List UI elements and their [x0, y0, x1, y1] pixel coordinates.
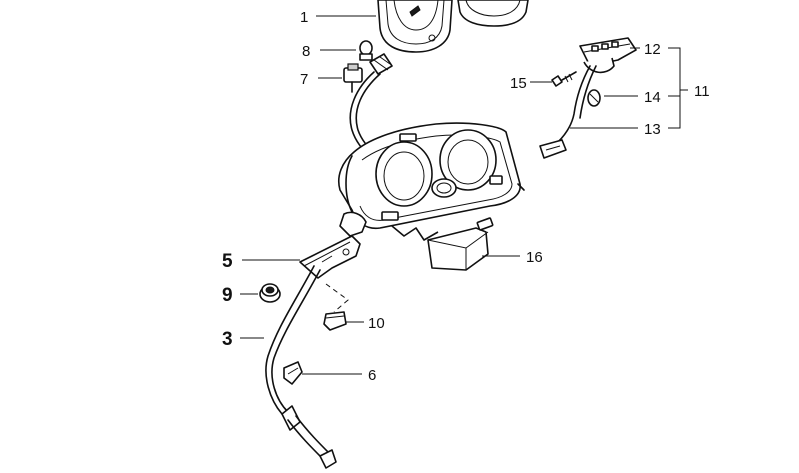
callout-11: 11: [694, 83, 710, 100]
callout-14: 14: [644, 89, 661, 106]
part-indicator-block-12: [579, 37, 637, 74]
part-wire-harness-13: [539, 65, 597, 159]
callout-8: 8: [302, 43, 310, 60]
part-screw-15: [551, 71, 577, 87]
part-bulb-holder-14: [587, 89, 601, 107]
callout-1: 1: [300, 9, 308, 26]
leader-lines: [240, 15, 688, 375]
callout-10: 10: [368, 315, 385, 332]
callout-12: 12: [644, 41, 661, 58]
part-instrument-housing: [338, 122, 525, 230]
callout-6: 6: [368, 367, 376, 384]
part-grommet-9: [259, 283, 281, 303]
callout-5: 5: [222, 251, 233, 272]
part-gauge-pair: [377, 0, 529, 53]
callout-7: 7: [300, 71, 308, 88]
callout-labels: 1 8 7 5 9 3 10 6 16 15 12 14 13 11: [222, 9, 710, 384]
part-connector-7: [343, 63, 363, 93]
part-clip-6: [283, 361, 303, 385]
part-bracket-5: [299, 211, 367, 279]
callout-3: 3: [222, 329, 233, 350]
part-bulb-8: [359, 40, 373, 61]
callout-13: 13: [644, 121, 661, 138]
callout-16: 16: [526, 249, 543, 266]
callout-9: 9: [222, 285, 233, 306]
part-cable-3: [265, 265, 337, 469]
part-bracket-16: [427, 217, 494, 271]
part-nut-10: [323, 311, 347, 331]
part-mount-tab: [391, 225, 439, 241]
callout-15: 15: [510, 75, 527, 92]
assembly-dash-line: [325, 283, 349, 313]
